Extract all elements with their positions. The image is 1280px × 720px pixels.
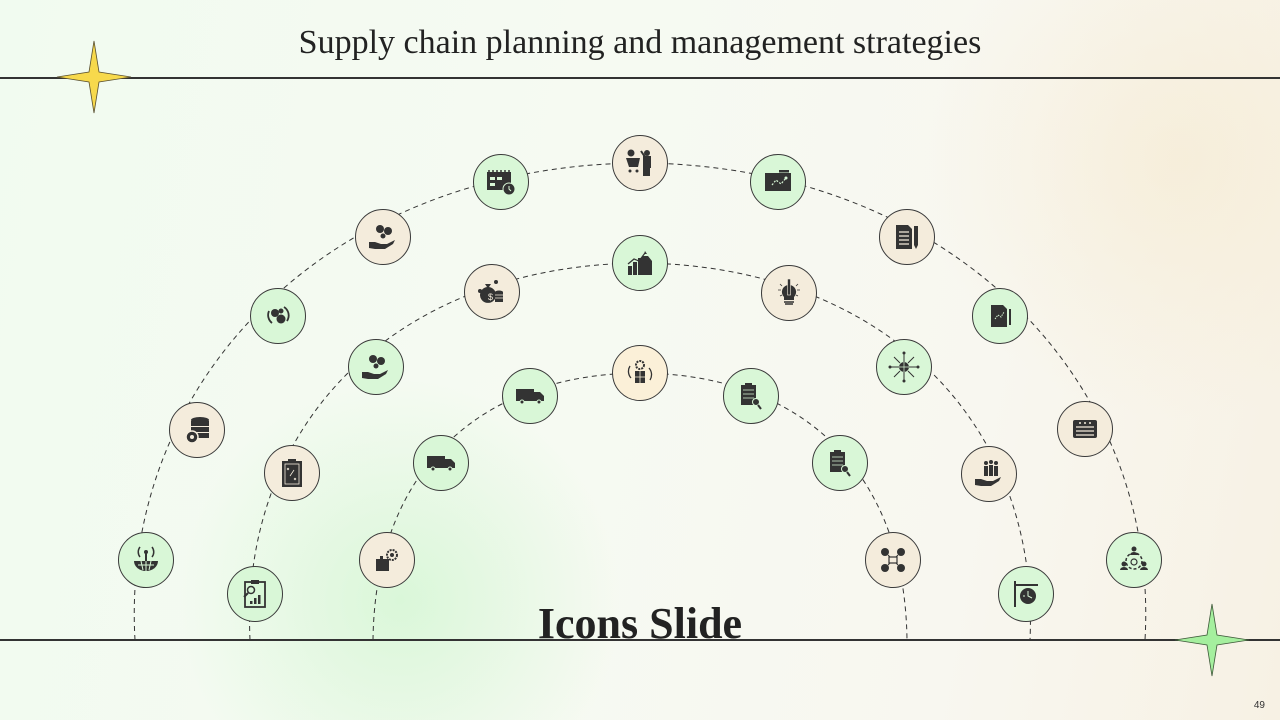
document-pencil-icon [879,209,935,265]
idea-bulb-pencil-icon [761,265,817,321]
top-divider [0,77,1280,79]
middle-arc [249,262,1031,641]
database-gear-icon [169,402,225,458]
green-star-icon [1174,603,1250,677]
team-network-icon [1106,532,1162,588]
svg-text:$: $ [488,292,493,302]
bottom-divider [0,639,1280,641]
growth-chart-hand-icon [612,235,668,291]
delivery-truck-icon [413,435,469,491]
clipboard-strategy-icon [264,445,320,501]
hanging-clock-icon [998,566,1054,622]
report-analysis-icon [227,566,283,622]
puzzle-gear-cycle-icon [612,345,668,401]
shopping-cart-person-icon [612,135,668,191]
factory-gear-icon [359,532,415,588]
footer-title: Icons Slide [537,599,743,648]
money-bag-coins-icon: $ [464,264,520,320]
page-number: 49 [1253,700,1265,711]
hand-gears-icon [348,339,404,395]
clipboard-search-icon [723,368,779,424]
slide-title: Supply chain planning and management str… [298,24,982,61]
browser-window-icon [1057,401,1113,457]
global-network-icon [876,339,932,395]
delivery-truck-icon [502,368,558,424]
hand-gears-icon [355,209,411,265]
yellow-star-icon [56,40,132,114]
document-chart-icon [972,288,1028,344]
strategy-map-icon [750,154,806,210]
network-nodes-icon [865,532,921,588]
satellite-globe-icon [118,532,174,588]
calendar-clock-icon [473,154,529,210]
hand-team-icon [961,446,1017,502]
clipboard-search-icon [812,435,868,491]
gears-cycle-icon [250,288,306,344]
